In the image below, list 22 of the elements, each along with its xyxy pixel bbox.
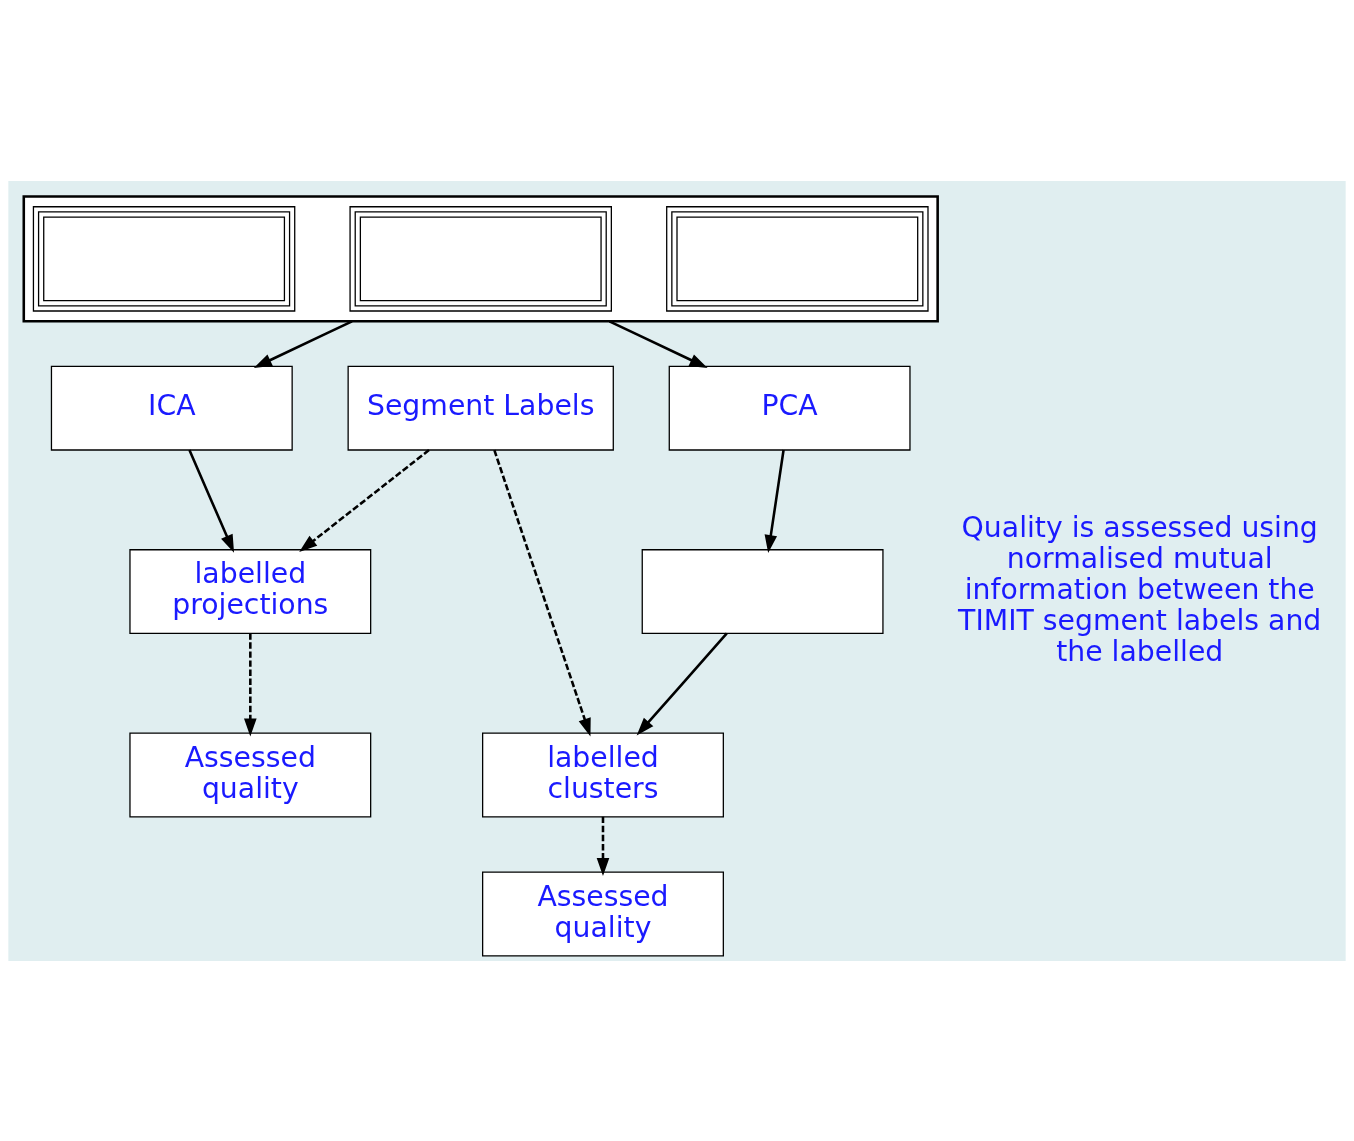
node-box: PCA — [668, 365, 911, 451]
node-box: Assessed quality — [482, 871, 724, 956]
node-box — [641, 548, 884, 634]
arrow — [608, 319, 708, 368]
arrow — [764, 449, 785, 553]
arrow — [188, 449, 235, 553]
node-box: labelled clusters — [482, 732, 724, 817]
arrow — [244, 632, 257, 737]
arrow — [493, 449, 591, 736]
node-box: labelled projections — [129, 548, 372, 634]
arrow — [636, 632, 728, 736]
node-box: Segment Labels — [347, 365, 614, 451]
node-box — [349, 205, 612, 312]
arrow — [596, 816, 610, 876]
node-box — [666, 205, 929, 312]
node-box: Assessed quality — [129, 732, 372, 817]
cluster — [22, 194, 939, 323]
node-box: ICA — [50, 365, 293, 451]
arrow — [299, 448, 430, 552]
node-box — [32, 205, 296, 312]
label: Quality is assessed using normalised mutual information between the TIMIT segment labels and the labelled — [958, 510, 1322, 668]
arrow — [253, 319, 353, 368]
